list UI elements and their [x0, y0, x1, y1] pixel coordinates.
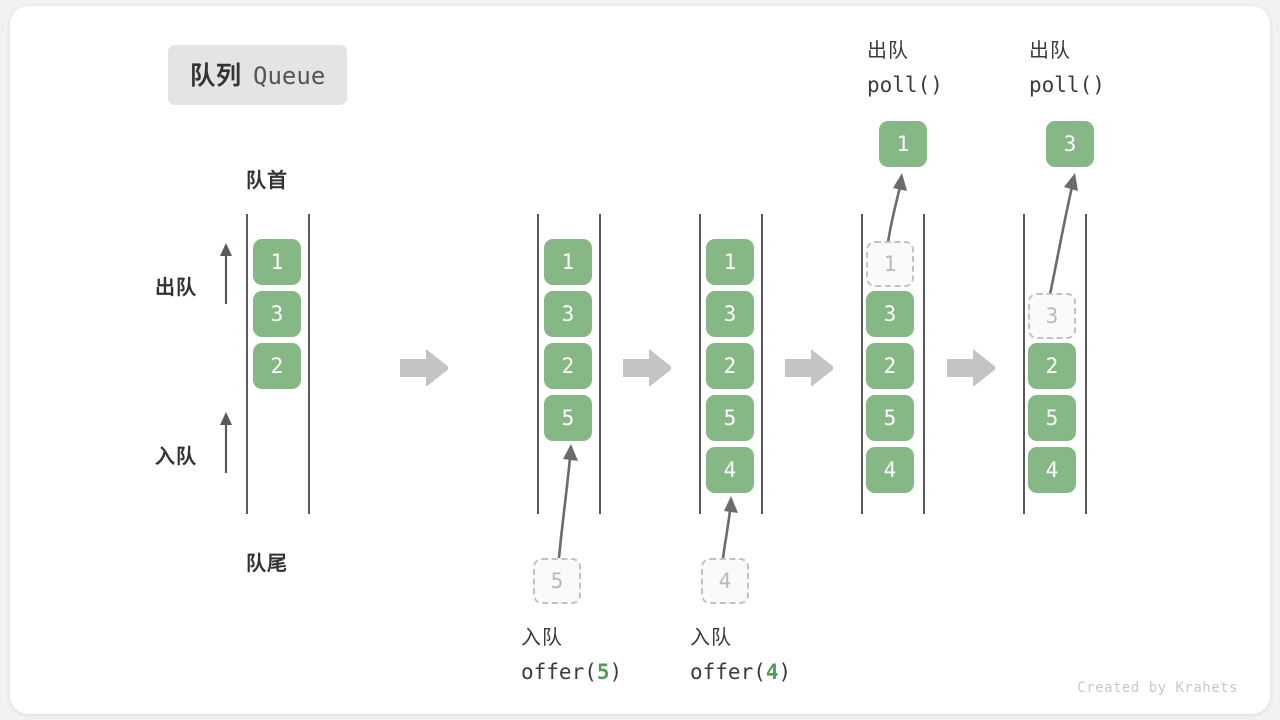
flow-arrow-icon [785, 349, 833, 386]
queue-cell: 3 [866, 291, 914, 337]
queue-cell: 4 [866, 447, 914, 493]
flow-arrow-icon [947, 349, 995, 386]
enqueue-direction-arrow [220, 412, 232, 473]
diagram-title-badge: 队列 Queue [168, 45, 348, 105]
queue-rail-right [923, 214, 925, 514]
diagram-canvas: 队列 Queue 队首 队尾 出队 入队 1 3 2 1 3 2 5 5 [10, 6, 1270, 714]
queue-cell: 3 [544, 291, 592, 337]
popped-cell: 1 [879, 121, 927, 167]
enqueue-motion-arrow [721, 496, 738, 559]
queue-head-label: 队首 [246, 170, 288, 192]
caption-cn: 入队 [690, 627, 732, 649]
queue-cell: 2 [866, 343, 914, 389]
queue-cell: 2 [544, 343, 592, 389]
queue-rail-left [1023, 214, 1025, 514]
ghost-cell: 3 [1028, 293, 1076, 339]
flow-arrow-icon [623, 349, 671, 386]
title-en: Queue [253, 62, 326, 90]
queue-cell-new: 5 [544, 395, 592, 441]
queue-cell: 2 [1028, 343, 1076, 389]
credit-text: Created by Krahets [1077, 680, 1238, 696]
stage-caption: 入队 offer(5) [521, 621, 622, 689]
flow-arrow-icon [400, 349, 448, 386]
queue-cell: 2 [253, 343, 301, 389]
enqueue-motion-arrow [557, 444, 578, 559]
enqueue-indicator-label: 入队 [155, 446, 197, 468]
queue-rail-left [537, 214, 539, 514]
queue-rail-left [246, 214, 248, 514]
stage-caption: 入队 offer(4) [690, 621, 791, 689]
ghost-cell: 4 [701, 558, 749, 604]
queue-cell: 5 [1028, 395, 1076, 441]
stage-caption: 出队 poll() [1029, 34, 1105, 102]
queue-cell: 1 [544, 239, 592, 285]
caption-cn: 入队 [521, 627, 563, 649]
caption-code: offer(4) [690, 660, 792, 684]
caption-code: poll() [867, 73, 943, 97]
queue-cell: 1 [706, 239, 754, 285]
queue-cell: 5 [706, 395, 754, 441]
stage-caption: 出队 poll() [867, 34, 943, 102]
queue-cell-new: 4 [706, 447, 754, 493]
queue-tail-label: 队尾 [246, 553, 288, 575]
queue-rail-right [1085, 214, 1087, 514]
caption-cn: 出队 [1029, 40, 1071, 62]
dequeue-motion-arrow [1046, 173, 1078, 305]
dequeue-direction-arrow [220, 243, 232, 304]
dequeue-motion-arrow [885, 173, 907, 250]
queue-cell: 1 [253, 239, 301, 285]
queue-rail-left [699, 214, 701, 514]
queue-cell: 3 [253, 291, 301, 337]
caption-code: offer(5) [521, 660, 623, 684]
queue-rail-right [599, 214, 601, 514]
popped-cell: 3 [1046, 121, 1094, 167]
dequeue-indicator-label: 出队 [155, 277, 197, 299]
queue-cell: 2 [706, 343, 754, 389]
queue-cell: 3 [706, 291, 754, 337]
queue-cell: 5 [866, 395, 914, 441]
ghost-cell: 5 [533, 558, 581, 604]
queue-cell: 4 [1028, 447, 1076, 493]
queue-rail-right [761, 214, 763, 514]
title-cn: 队列 [190, 62, 243, 90]
queue-rail-right [308, 214, 310, 514]
caption-code: poll() [1029, 73, 1105, 97]
ghost-cell: 1 [866, 241, 914, 287]
queue-rail-left [861, 214, 863, 514]
caption-cn: 出队 [867, 40, 909, 62]
